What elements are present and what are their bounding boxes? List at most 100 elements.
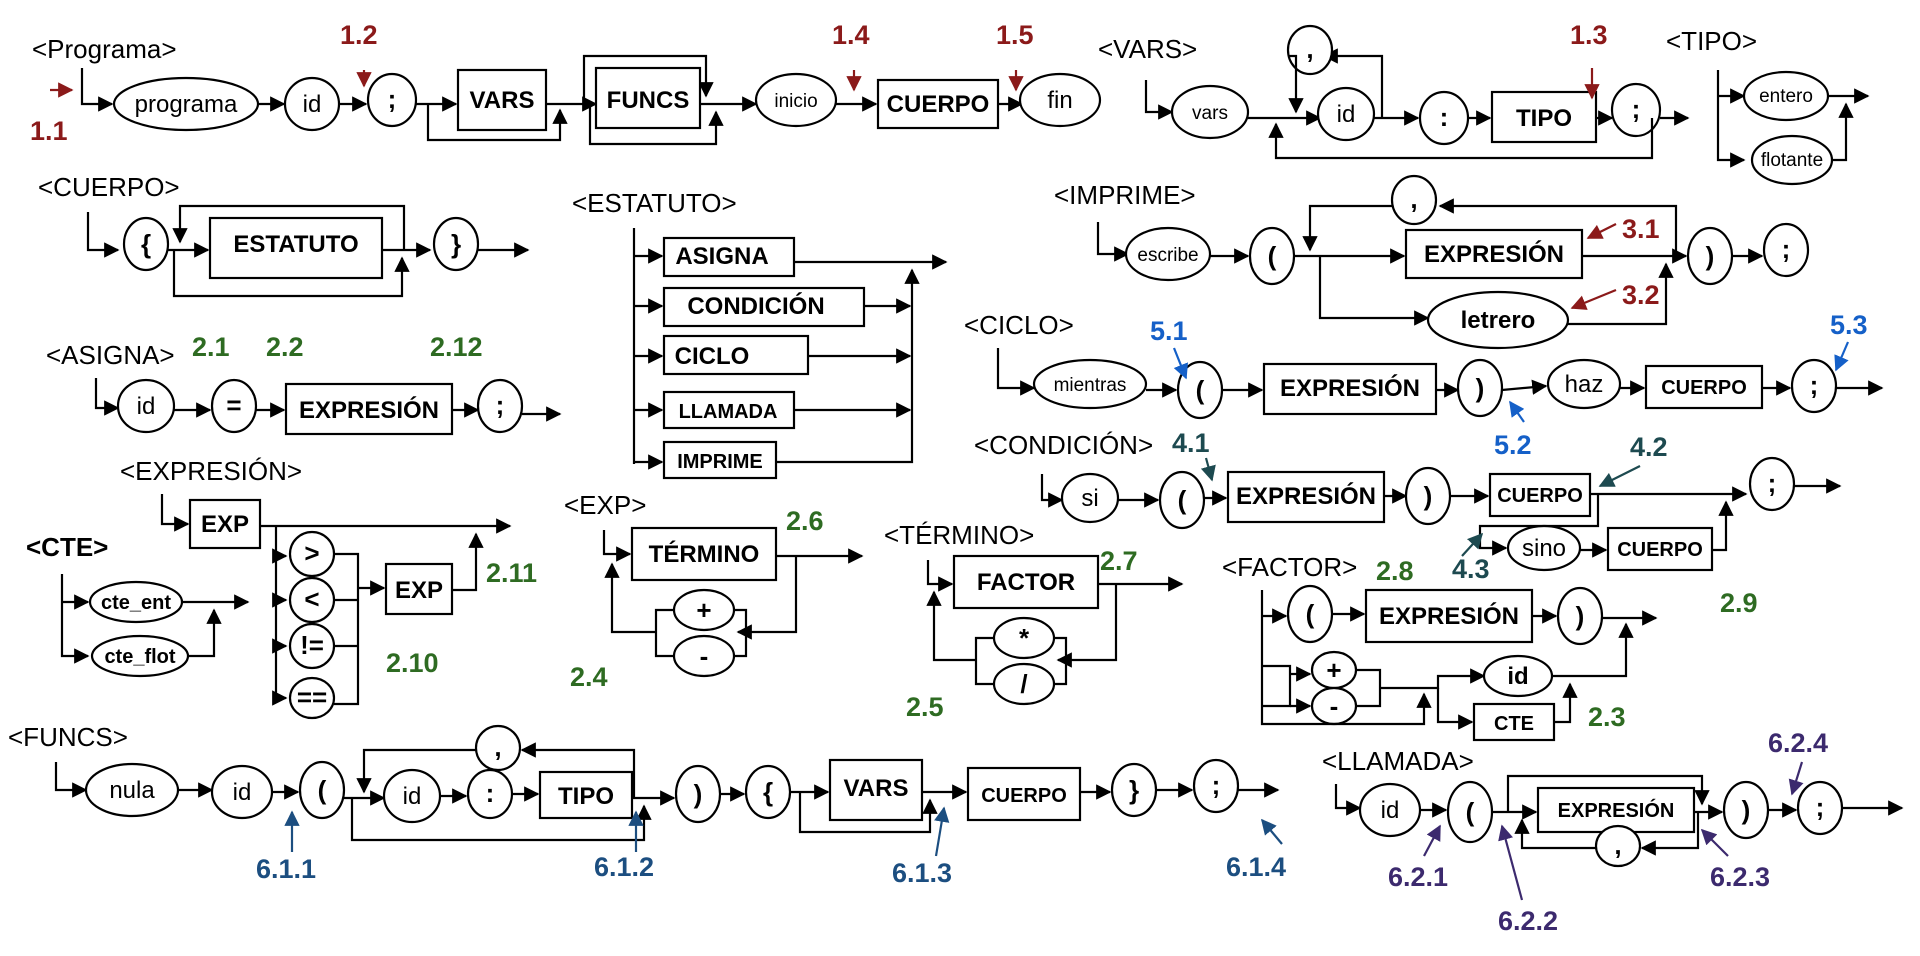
term-comma	[1286, 24, 1334, 76]
rule-funcs: <FUNCS> nula id ( , id : TIPO ) { VARS	[8, 722, 1280, 842]
svg-text:CUERPO: CUERPO	[981, 785, 1067, 807]
svg-text:EXPRESIÓN: EXPRESIÓN	[1379, 602, 1519, 630]
svg-text:EXPRESIÓN: EXPRESIÓN	[1424, 240, 1564, 268]
annotation-6-1-3: 6.1.3	[892, 858, 952, 888]
term-inicio	[754, 72, 838, 128]
svg-text:CUERPO: CUERPO	[1497, 485, 1583, 507]
nonterm-ciclo	[662, 334, 810, 376]
svg-text:id: id	[137, 393, 156, 420]
rule-tipo: <TIPO> entero flotante	[1666, 26, 1870, 186]
term-haz	[1546, 358, 1622, 410]
svg-text:;: ;	[1212, 770, 1221, 800]
svg-text:flotante: flotante	[1761, 150, 1823, 171]
rule-estatuto: <ESTATUTO> ASIGNA CONDICIÓN CICLO LLAMAD…	[572, 188, 948, 480]
rule-condicion-title: <CONDICIÓN>	[974, 430, 1153, 460]
rule-cte: <CTE> cte_ent cte_flot	[26, 532, 250, 678]
svg-text:): )	[1576, 601, 1585, 631]
svg-text:CTE: CTE	[1494, 713, 1534, 735]
svg-text:(: (	[318, 775, 327, 805]
annotation-2-11: 2.11	[486, 558, 537, 588]
svg-text:escribe: escribe	[1137, 245, 1198, 266]
term-lbrace	[122, 216, 170, 272]
svg-text:==: ==	[297, 682, 327, 712]
svg-text::: :	[1440, 102, 1449, 132]
annotation-3-2: 3.2	[1622, 280, 1660, 310]
svg-text:+: +	[696, 595, 711, 625]
svg-text:(: (	[1178, 485, 1187, 515]
svg-text:;: ;	[1632, 94, 1641, 124]
rule-exp: <EXP> TÉRMINO + -	[564, 490, 864, 678]
svg-text:CUERPO: CUERPO	[1661, 377, 1747, 399]
svg-text:id: id	[233, 779, 252, 806]
nonterm-termino	[630, 526, 778, 582]
rule-asigna: <ASIGNA> id = EXPRESIÓN ;	[46, 340, 562, 436]
svg-text:VARS: VARS	[470, 87, 535, 114]
svg-text:EXPRESIÓN: EXPRESIÓN	[1558, 798, 1675, 822]
nonterm-funcs	[594, 66, 702, 130]
rule-ciclo-title: <CICLO>	[964, 310, 1074, 340]
nonterm-estatuto	[208, 216, 384, 280]
svg-text:): )	[1742, 795, 1751, 825]
svg-text:programa: programa	[135, 91, 238, 118]
annotation-2-8: 2.8	[1376, 556, 1414, 586]
annotation-4-1: 4.1	[1172, 428, 1210, 458]
rule-asigna-title: <ASIGNA>	[46, 340, 175, 370]
svg-text:;: ;	[1768, 468, 1777, 498]
svg-text:;: ;	[388, 84, 397, 114]
svg-text:cte_flot: cte_flot	[104, 646, 175, 668]
annotation-6-1-4: 6.1.4	[1226, 852, 1286, 882]
term-equals	[210, 378, 258, 434]
annotation-6-1-1: 6.1.1	[256, 854, 316, 884]
annotation-3-1: 3.1	[1622, 214, 1660, 244]
svg-text:): )	[1424, 481, 1433, 511]
svg-text:EXP: EXP	[201, 511, 249, 538]
svg-text:inicio: inicio	[774, 91, 817, 112]
annotation-1-2: 1.2	[340, 20, 378, 50]
svg-text:id: id	[403, 783, 422, 810]
svg-text:/: /	[1020, 669, 1027, 699]
svg-text:+: +	[1326, 655, 1341, 685]
svg-text:,: ,	[1614, 830, 1621, 860]
svg-text:-: -	[700, 641, 709, 671]
svg-text:FACTOR: FACTOR	[977, 569, 1075, 596]
nonterm-cuerpo	[876, 78, 1000, 130]
term-semicolon	[366, 72, 418, 128]
rule-expresion-title: <EXPRESIÓN>	[120, 456, 302, 486]
rule-llamada: <LLAMADA> id ( EXPRESIÓN , ) ;	[1322, 746, 1904, 868]
term-semicolon	[1790, 358, 1838, 414]
svg-text:>: >	[304, 538, 319, 568]
svg-text:,: ,	[1410, 184, 1417, 214]
rule-llamada-title: <LLAMADA>	[1322, 746, 1474, 776]
term-semicolon	[1762, 222, 1810, 278]
term-letrero	[1426, 290, 1570, 350]
annotation-5-1: 5.1	[1150, 316, 1188, 346]
term-vars	[1170, 84, 1250, 140]
annotation-2-9: 2.9	[1720, 588, 1758, 618]
rule-cte-title: <CTE>	[26, 532, 108, 562]
svg-text:CICLO: CICLO	[675, 343, 750, 370]
annotation-5-3: 5.3	[1830, 310, 1868, 340]
annotation-6-2-4: 6.2.4	[1768, 728, 1828, 758]
svg-text:VARS: VARS	[844, 775, 909, 802]
nonterm-vars	[828, 758, 924, 822]
nonterm-exp	[384, 562, 454, 616]
annotation-2-7: 2.7	[1100, 546, 1138, 576]
nonterm-expresion	[1536, 786, 1696, 834]
nonterm-tipo	[538, 770, 634, 820]
nonterm-expresion	[1364, 588, 1534, 644]
annotations: 1.1 1.2 1.3 1.4 1.5 3.1 3.2 2.1 2.2 2.12…	[30, 20, 1868, 936]
svg-text:TIPO: TIPO	[558, 783, 614, 810]
annotation-4-2: 4.2	[1630, 432, 1668, 462]
nonterm-expresion	[284, 382, 454, 436]
term-id	[116, 378, 176, 434]
svg-text:-: -	[1330, 691, 1339, 721]
term-rparen	[1556, 586, 1604, 646]
rule-expresion: <EXPRESIÓN> EXP > < != == EXP	[120, 456, 512, 720]
nonterm-llamada	[662, 390, 796, 430]
svg-text:;: ;	[1782, 234, 1791, 264]
svg-text:(: (	[1306, 599, 1315, 629]
rule-imprime-title: <IMPRIME>	[1054, 180, 1196, 210]
svg-text:id: id	[1337, 101, 1356, 128]
svg-text:letrero: letrero	[1461, 307, 1536, 334]
annotation-2-4: 2.4	[570, 662, 608, 692]
